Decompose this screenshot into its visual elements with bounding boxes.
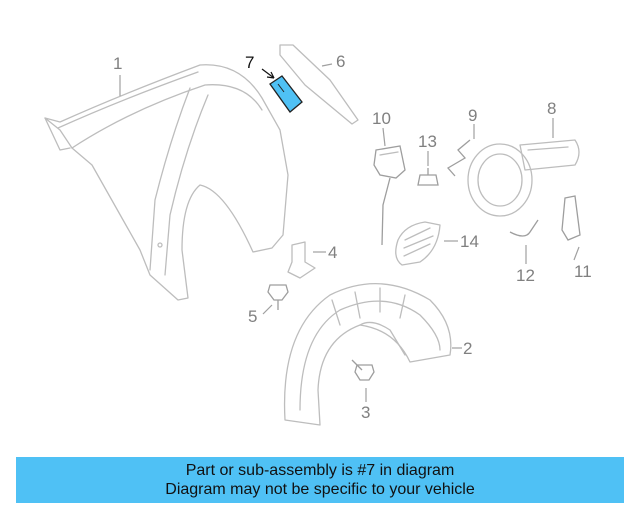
callout-13: 13 bbox=[418, 132, 437, 151]
part-10-actuator bbox=[373, 145, 406, 246]
part-9-spring bbox=[446, 139, 471, 177]
part-4-bracket bbox=[287, 241, 316, 279]
info-banner: Part or sub-assembly is #7 in diagram Di… bbox=[16, 457, 624, 503]
callout-5: 5 bbox=[248, 307, 257, 326]
part-6-molding-strip bbox=[279, 44, 359, 125]
info-banner-line-1: Part or sub-assembly is #7 in diagram bbox=[185, 462, 455, 479]
callout-2: 2 bbox=[463, 339, 472, 358]
callout-9: 9 bbox=[468, 106, 477, 125]
callout-1: 1 bbox=[113, 54, 122, 73]
info-banner-line-2: Diagram may not be specific to your vehi… bbox=[165, 481, 475, 498]
callout-6: 6 bbox=[336, 52, 345, 71]
part-3-screw bbox=[351, 359, 375, 381]
callout-3: 3 bbox=[361, 403, 370, 422]
callout-10: 10 bbox=[372, 109, 391, 128]
part-1-quarter-panel bbox=[44, 64, 289, 301]
callout-12: 12 bbox=[516, 266, 535, 285]
part-11-bracket bbox=[561, 195, 581, 241]
part-8-fuel-door bbox=[467, 139, 580, 217]
callout-4: 4 bbox=[328, 243, 337, 262]
part-5-clip bbox=[267, 284, 289, 310]
leader-lines bbox=[119, 63, 580, 402]
callout-11: 11 bbox=[574, 262, 592, 281]
callout-14: 14 bbox=[460, 232, 479, 251]
parts-diagram: 1 2 3 4 5 6 7 8 9 10 11 12 13 14 bbox=[44, 44, 592, 426]
part-13-grommet bbox=[417, 168, 439, 186]
part-12-hose bbox=[509, 219, 539, 237]
part-2-wheel-liner bbox=[283, 282, 452, 426]
callout-7: 7 bbox=[245, 53, 254, 72]
part-7-highlighted bbox=[269, 75, 303, 113]
part-14-vent-grille bbox=[395, 221, 441, 266]
callout-8: 8 bbox=[547, 99, 556, 118]
